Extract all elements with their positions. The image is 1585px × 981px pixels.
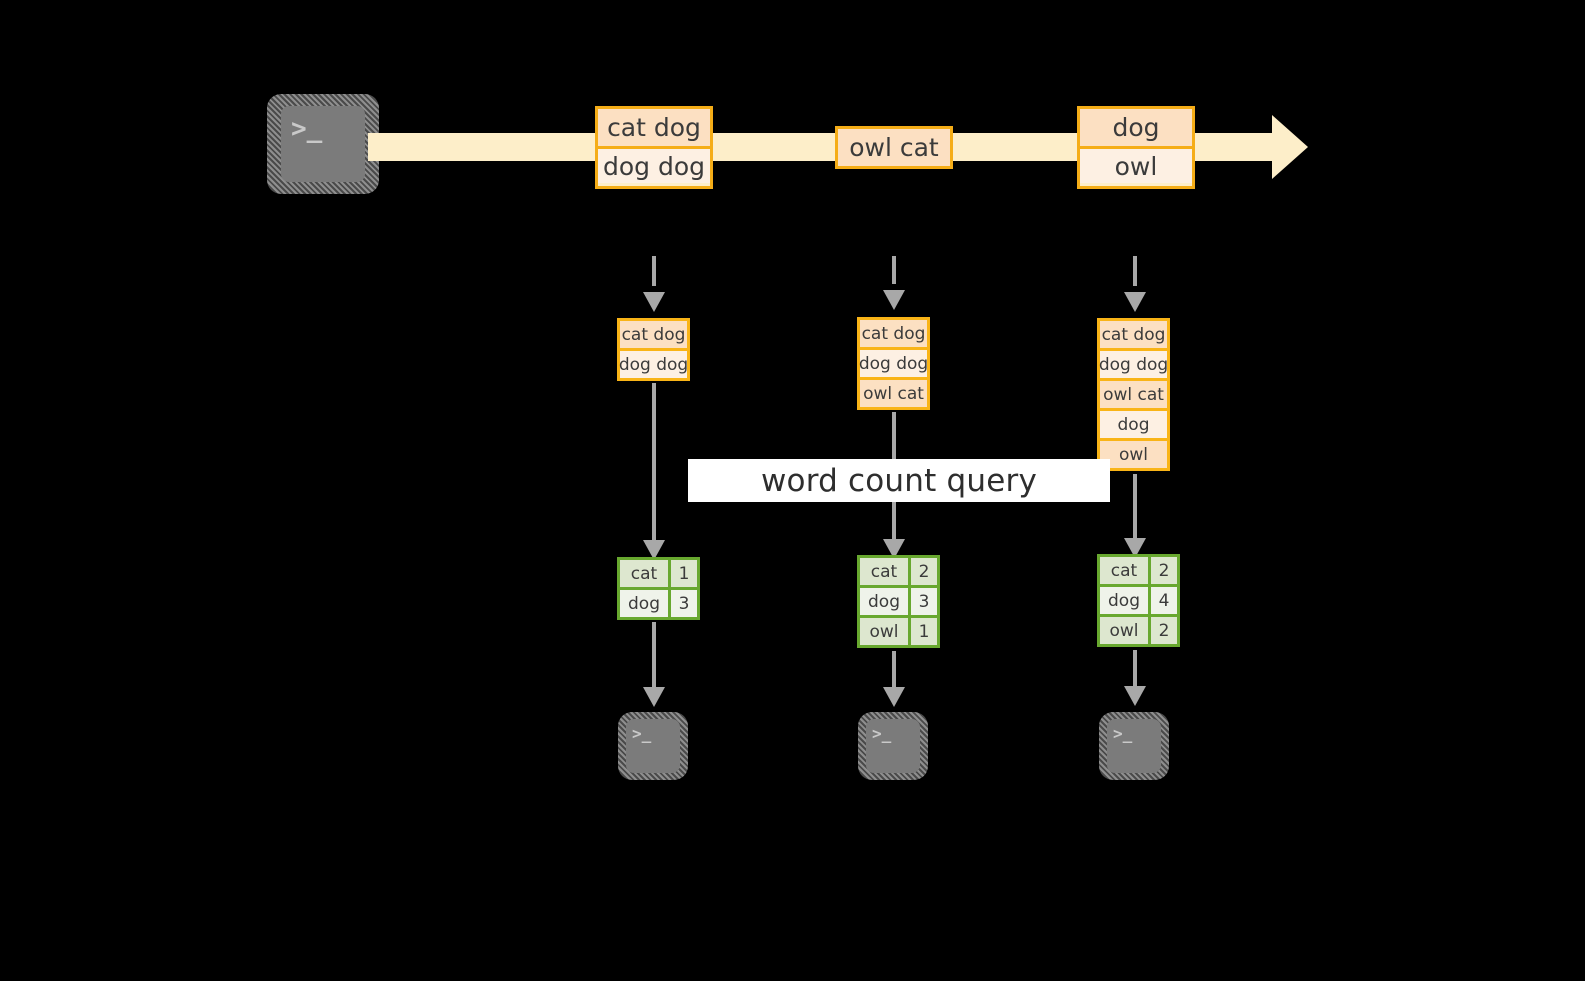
terminal-icon[interactable]: >_: [1107, 719, 1161, 773]
snapshot-3-count-table: cat 2 dog 4 owl 2: [1097, 554, 1180, 647]
count-value: 1: [671, 560, 697, 587]
snapshot-1-state-stack: cat dog dog dog: [617, 318, 690, 381]
table-row: cat 2: [860, 558, 937, 585]
terminal-prompt-glyph: >_: [291, 114, 323, 144]
stream-to-state-connector-1: [652, 256, 656, 286]
count-to-sink-connector-1: [652, 622, 656, 690]
stream-record: cat dog: [598, 109, 710, 146]
state-to-count-connector-3: [1133, 474, 1137, 542]
terminal-icon[interactable]: >_: [281, 106, 365, 182]
state-row: owl: [1100, 441, 1167, 468]
stream-record: dog dog: [598, 146, 710, 183]
state-row: cat dog: [1100, 321, 1167, 348]
state-row: owl cat: [860, 380, 927, 407]
table-row: owl 2: [1100, 617, 1177, 644]
snapshot-2-state-stack: cat dog dog dog owl cat: [857, 317, 930, 410]
right-arrow-head: [1272, 115, 1308, 179]
stream-group-1: cat dog dog dog: [595, 106, 713, 189]
state-row: dog dog: [619, 351, 688, 378]
count-word: owl: [860, 618, 908, 645]
count-word: dog: [620, 590, 668, 617]
terminal-prompt-glyph: >_: [632, 724, 652, 743]
table-row: dog 4: [1100, 587, 1177, 614]
count-word: owl: [1100, 617, 1148, 644]
stream-record: owl: [1080, 146, 1192, 183]
count-word: dog: [860, 588, 908, 615]
table-row: cat 2: [1100, 557, 1177, 584]
stream-to-state-arrowhead-1: [643, 292, 665, 312]
count-value: 4: [1151, 587, 1177, 614]
table-row: owl 1: [860, 618, 937, 645]
snapshot-1-count-table: cat 1 dog 3: [617, 557, 700, 620]
terminal-prompt-glyph: >_: [872, 724, 892, 743]
count-word: cat: [1100, 557, 1148, 584]
terminal-prompt-glyph: >_: [1113, 724, 1133, 743]
table-row: dog 3: [860, 588, 937, 615]
stream-record: dog: [1080, 109, 1192, 146]
count-to-sink-connector-2: [892, 651, 896, 691]
count-to-sink-arrowhead-2: [883, 687, 905, 707]
count-to-sink-connector-3: [1133, 650, 1137, 690]
state-to-count-connector-1: [652, 383, 656, 543]
stream-to-state-connector-2: [892, 256, 896, 284]
query-label: word count query: [760, 462, 1038, 499]
snapshot-3-state-stack: cat dog dog dog owl cat dog owl: [1097, 318, 1170, 471]
terminal-icon[interactable]: >_: [866, 719, 920, 773]
count-value: 3: [671, 590, 697, 617]
state-row: dog: [1100, 411, 1167, 438]
snapshot-2-count-table: cat 2 dog 3 owl 1: [857, 555, 940, 648]
count-word: cat: [620, 560, 668, 587]
stream-to-state-arrowhead-2: [883, 290, 905, 310]
stream-group-2: owl cat: [835, 126, 953, 169]
state-row: cat dog: [860, 320, 927, 347]
state-row: dog dog: [1099, 351, 1168, 378]
state-to-count-arrowhead-2: [883, 539, 905, 559]
count-value: 2: [1151, 557, 1177, 584]
table-row: cat 1: [620, 560, 697, 587]
query-label-band: word count query: [688, 459, 1110, 502]
count-word: dog: [1100, 587, 1148, 614]
count-value: 3: [911, 588, 937, 615]
state-row: dog dog: [859, 350, 928, 377]
count-value: 2: [1151, 617, 1177, 644]
state-to-count-arrowhead-3: [1124, 538, 1146, 558]
stream-group-3: dog owl: [1077, 106, 1195, 189]
count-to-sink-arrowhead-1: [643, 687, 665, 707]
count-value: 1: [911, 618, 937, 645]
state-row: cat dog: [620, 321, 687, 348]
count-value: 2: [911, 558, 937, 585]
stream-record: owl cat: [838, 129, 950, 166]
table-row: dog 3: [620, 590, 697, 617]
stream-to-state-arrowhead-3: [1124, 292, 1146, 312]
count-to-sink-arrowhead-3: [1124, 686, 1146, 706]
stream-to-state-connector-3: [1133, 256, 1137, 286]
count-word: cat: [860, 558, 908, 585]
state-to-count-arrowhead-1: [643, 540, 665, 560]
state-row: owl cat: [1100, 381, 1167, 408]
terminal-icon[interactable]: >_: [626, 719, 680, 773]
